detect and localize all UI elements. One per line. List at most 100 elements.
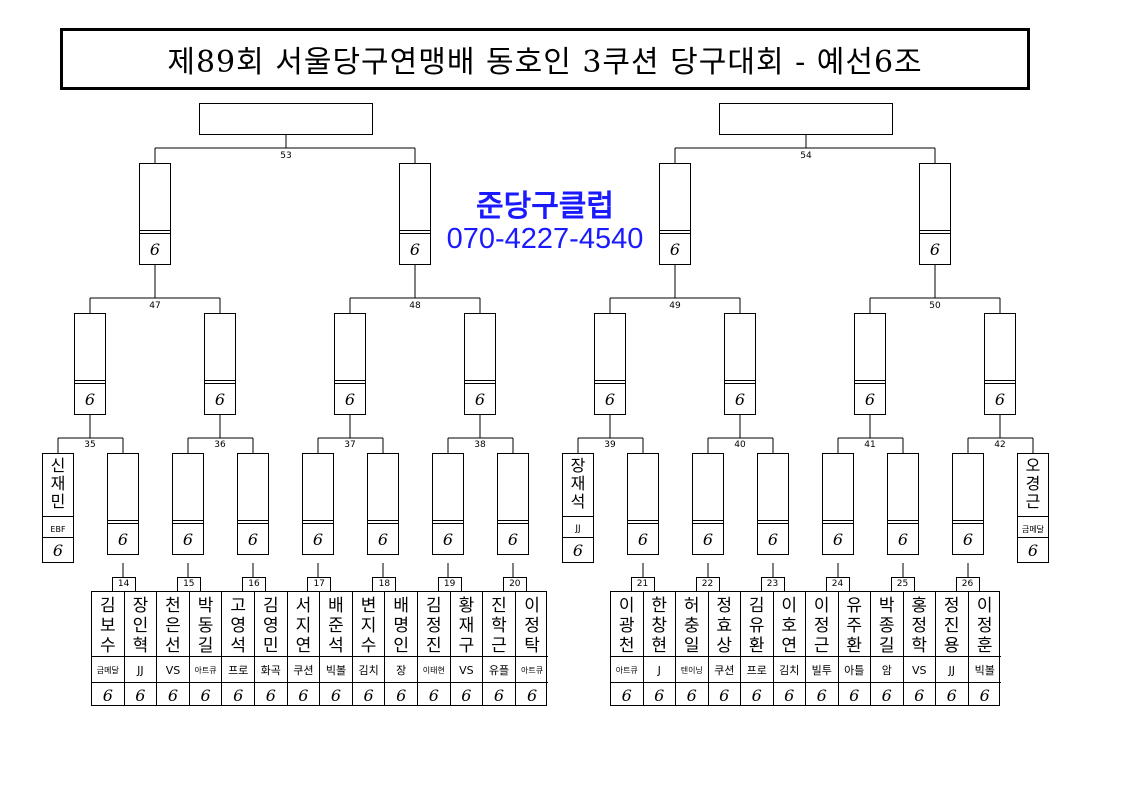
round-slot-quarter-7[interactable]: 6 [854,313,886,415]
name-char: 영 [230,616,246,636]
match-number: 40 [734,440,746,450]
match-number: 38 [474,440,486,450]
name-char: 재 [570,474,586,493]
match-number-box: 20 [502,577,527,591]
match-number-box: 25 [890,577,915,591]
name-char: 인 [393,636,409,656]
round-slot-quarter-8[interactable]: 6 [984,313,1016,415]
round-slot-semi-2[interactable]: 6 [399,163,431,265]
race-to-label: 6 [205,383,235,414]
round-slot-semi-4[interactable]: 6 [919,163,951,265]
group-winner-slot-right[interactable] [719,103,893,135]
race-to-label: 6 [189,682,222,707]
name-char: 홍 [911,596,928,616]
round-slot-r3-2[interactable]: 6 [107,453,139,555]
round-slot-r3-8[interactable]: 6 [497,453,529,555]
name-char: 유 [846,596,863,616]
race-to-label: 6 [222,682,254,707]
round-slot-r3-6[interactable]: 6 [367,453,399,555]
slot-divider [758,520,788,521]
race-to-label: 6 [157,682,189,707]
player-affiliation: 아트큐 [515,656,549,683]
name-char: 이 [781,596,798,616]
race-to-label: 6 [498,523,528,554]
group-winner-slot-left[interactable] [199,103,373,135]
round-slot-quarter-6[interactable]: 6 [724,313,756,415]
name-char: 준 [328,616,344,636]
name-char: 용 [943,636,960,656]
player-affiliation: VS [450,656,483,683]
round-slot-r3-7[interactable]: 6 [432,453,464,555]
race-to-label: 6 [855,383,885,414]
race-to-label: 6 [303,523,333,554]
round-slot-quarter-3[interactable]: 6 [334,313,366,415]
round-slot-semi-1[interactable]: 6 [139,163,171,265]
round-slot-quarter-1[interactable]: 6 [74,313,106,415]
race-to-label: 6 [140,233,170,264]
round-slot-r3-4[interactable]: 6 [237,453,269,555]
name-char: 이 [813,596,830,616]
round-slot-quarter-2[interactable]: 6 [204,313,236,415]
name-char: 진 [491,596,507,616]
round-slot-r3-11[interactable]: 6 [692,453,724,555]
race-to-label: 6 [124,682,157,707]
round-slot-quarter-5[interactable]: 6 [594,313,626,415]
race-to-label: 6 [985,383,1015,414]
race-to-label: 6 [643,682,675,707]
race-to-label: 6 [1018,537,1048,562]
name-char: 구 [458,636,475,656]
player-affiliation: 프로 [222,656,254,683]
round-slot-r3-10[interactable]: 6 [627,453,659,555]
round-slot-quarter-4[interactable]: 6 [464,313,496,415]
match-number-box: 26 [955,577,980,591]
match-number: 48 [409,301,421,311]
race-to-label: 6 [287,682,320,707]
name-char: 길 [197,636,214,656]
round-slot-r3-13[interactable]: 6 [822,453,854,555]
name-char: 석 [230,636,246,656]
name-char: 민 [50,492,66,511]
name-char: 수 [99,636,116,656]
race-to-label: 6 [385,682,417,707]
round-slot-r3-12[interactable]: 6 [757,453,789,555]
race-to-label: 6 [515,682,549,707]
round-slot-semi-3[interactable]: 6 [659,163,691,265]
round-slot-r3-5[interactable]: 6 [302,453,334,555]
round-slot-r3-14[interactable]: 6 [887,453,919,555]
match-number: 39 [604,440,616,450]
player-affiliation: 장 [385,656,417,683]
round-slot-r3-3[interactable]: 6 [172,453,204,555]
round-slot-r3-15[interactable]: 6 [952,453,984,555]
